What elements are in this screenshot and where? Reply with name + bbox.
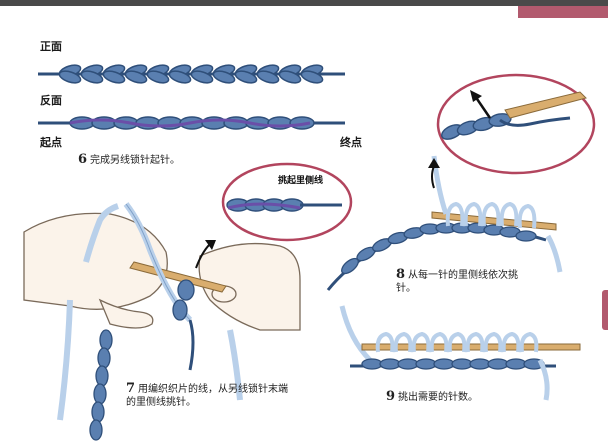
step-7-number: 7 (126, 381, 136, 396)
label-end: 终点 (340, 136, 362, 149)
side-tab (602, 290, 608, 330)
page-tab (518, 6, 608, 18)
label-front: 正面 (40, 40, 62, 53)
step-8-number: 8 (396, 267, 406, 282)
step9-illustration (339, 305, 581, 401)
step-9-text: 挑出需要的针数。 (398, 392, 479, 403)
step8-illustration (326, 155, 563, 291)
step-6-number: 6 (78, 152, 88, 167)
step-9-number: 9 (386, 389, 396, 404)
back-chain (38, 116, 345, 130)
front-chain (38, 64, 345, 84)
label-pick-back-strand: 挑起里侧线 (278, 176, 324, 186)
label-back: 反面 (40, 94, 62, 107)
step-7-text: 用编织织片的线，从另线锁针末端的里侧线挑针。 (126, 384, 289, 408)
magnifier-top-right (436, 73, 596, 175)
magnifier-middle (221, 162, 353, 242)
step-8-text: 从每一针的里侧线依次挑针。 (396, 270, 519, 294)
hands-illustration (23, 202, 301, 441)
top-bar (0, 0, 608, 6)
step-6-text: 完成另线锁针起针。 (90, 155, 181, 166)
label-start: 起点 (40, 136, 62, 149)
